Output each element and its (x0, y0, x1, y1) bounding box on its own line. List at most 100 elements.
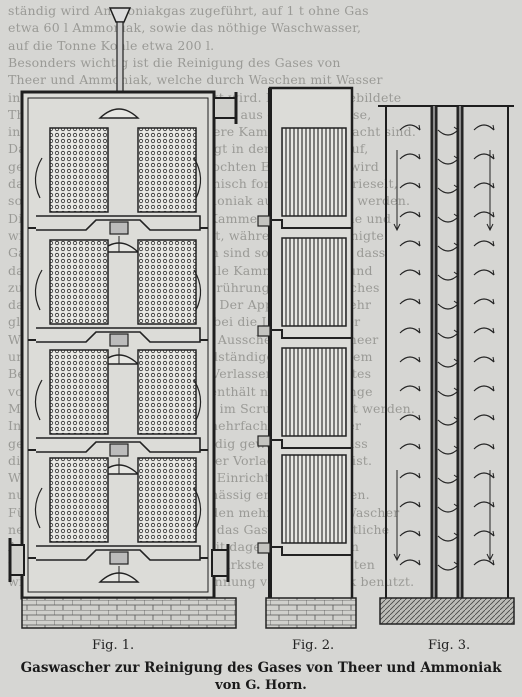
side-nozzle (257, 325, 271, 337)
curl-arrow (437, 245, 459, 252)
arrow-head (489, 530, 495, 537)
curl-arrow (437, 303, 459, 310)
tray (262, 439, 352, 449)
tray (262, 546, 352, 556)
tray (262, 219, 352, 229)
arrow-head (453, 298, 459, 305)
arrow-head (453, 530, 459, 537)
arrow-head (415, 153, 421, 160)
flow-arrow (34, 157, 43, 199)
arrow-head (486, 553, 494, 562)
perforated-box (49, 349, 109, 435)
arrow-head (453, 182, 459, 189)
arrow-head (453, 443, 459, 450)
flow-arrow (193, 269, 202, 311)
arrow-head (415, 356, 421, 363)
caption-author: von G. Horn. (215, 678, 307, 693)
arrow-head (489, 124, 495, 131)
flow-arrow (193, 487, 202, 529)
fig3-flow-arrows (393, 124, 495, 571)
fig1-foundation (21, 597, 237, 629)
tray (36, 437, 201, 453)
arrow-head (489, 356, 495, 363)
curl-arrow (437, 158, 459, 165)
fig1-drawing (8, 7, 238, 600)
arrow-head (489, 559, 495, 566)
fig1-label: Fig. 1. (92, 638, 135, 653)
arrow-head (415, 530, 421, 537)
flow-arrow (193, 379, 202, 421)
bell-deflector (98, 108, 140, 119)
tray (36, 545, 201, 561)
arrow-head (453, 153, 459, 160)
slat-pack (281, 454, 347, 544)
tray (36, 327, 201, 343)
slat-pack (281, 127, 347, 217)
fig1-stages (28, 108, 208, 583)
side-nozzle (257, 215, 271, 227)
flow-arrow (34, 269, 43, 311)
arrow-head (415, 240, 421, 247)
side-nozzle (257, 435, 271, 447)
fig2-stages (257, 127, 352, 556)
arrow-head (489, 298, 495, 305)
flow-arrow (193, 157, 202, 199)
arrow-head (453, 356, 459, 363)
arrow-head (415, 298, 421, 305)
arrow-head (489, 385, 495, 392)
fig3-foundation (379, 597, 515, 625)
figures-illustration (8, 7, 515, 629)
curl-arrow (437, 274, 459, 281)
arrow-head (393, 223, 401, 232)
perforated-box (137, 457, 197, 543)
arrow-head (489, 269, 495, 276)
valve-body (109, 443, 129, 457)
fig3-label: Fig. 3. (428, 638, 471, 653)
valve-body (109, 333, 129, 347)
slat-pack (281, 347, 347, 437)
perforated-box (49, 239, 109, 325)
arrow-head (489, 443, 495, 450)
fig2-label: Fig. 2. (292, 638, 335, 653)
fig3-drawing (378, 105, 514, 599)
curl-arrow (437, 216, 459, 223)
tray (36, 215, 201, 231)
arrow-head (415, 559, 421, 566)
arrow-head (489, 327, 495, 334)
arrow-head (415, 501, 421, 508)
arrow-head (489, 414, 495, 421)
arrow-head (415, 182, 421, 189)
arrow-head (453, 124, 459, 131)
arrow-head (489, 501, 495, 508)
arrow-head (415, 443, 421, 450)
curl-arrow (437, 332, 459, 339)
curl-arrow (437, 448, 459, 455)
arrow-head (415, 124, 421, 131)
arrow-head (453, 327, 459, 334)
arrow-head (489, 240, 495, 247)
arrow-head (415, 211, 421, 218)
curl-arrow (437, 390, 459, 397)
arrow-head (453, 385, 459, 392)
perforated-box (49, 457, 109, 543)
flow-arrow (34, 379, 43, 421)
arrow-head (489, 211, 495, 218)
valve-body (109, 551, 129, 565)
arrow-head (489, 472, 495, 479)
curl-arrow (437, 564, 459, 571)
arrow-head (415, 327, 421, 334)
arrow-head (453, 211, 459, 218)
arrow-head (453, 240, 459, 247)
perforated-box (137, 239, 197, 325)
curl-arrow (437, 129, 459, 136)
slat-pack (281, 237, 347, 327)
arrow-head (453, 414, 459, 421)
arrow-head (415, 269, 421, 276)
arrow-head (453, 269, 459, 276)
valve-body (109, 221, 129, 235)
arrow-head (415, 472, 421, 479)
fig2-foundation (265, 597, 357, 629)
arrow-head (415, 385, 421, 392)
curl-arrow (437, 187, 459, 194)
arrow-head (453, 472, 459, 479)
